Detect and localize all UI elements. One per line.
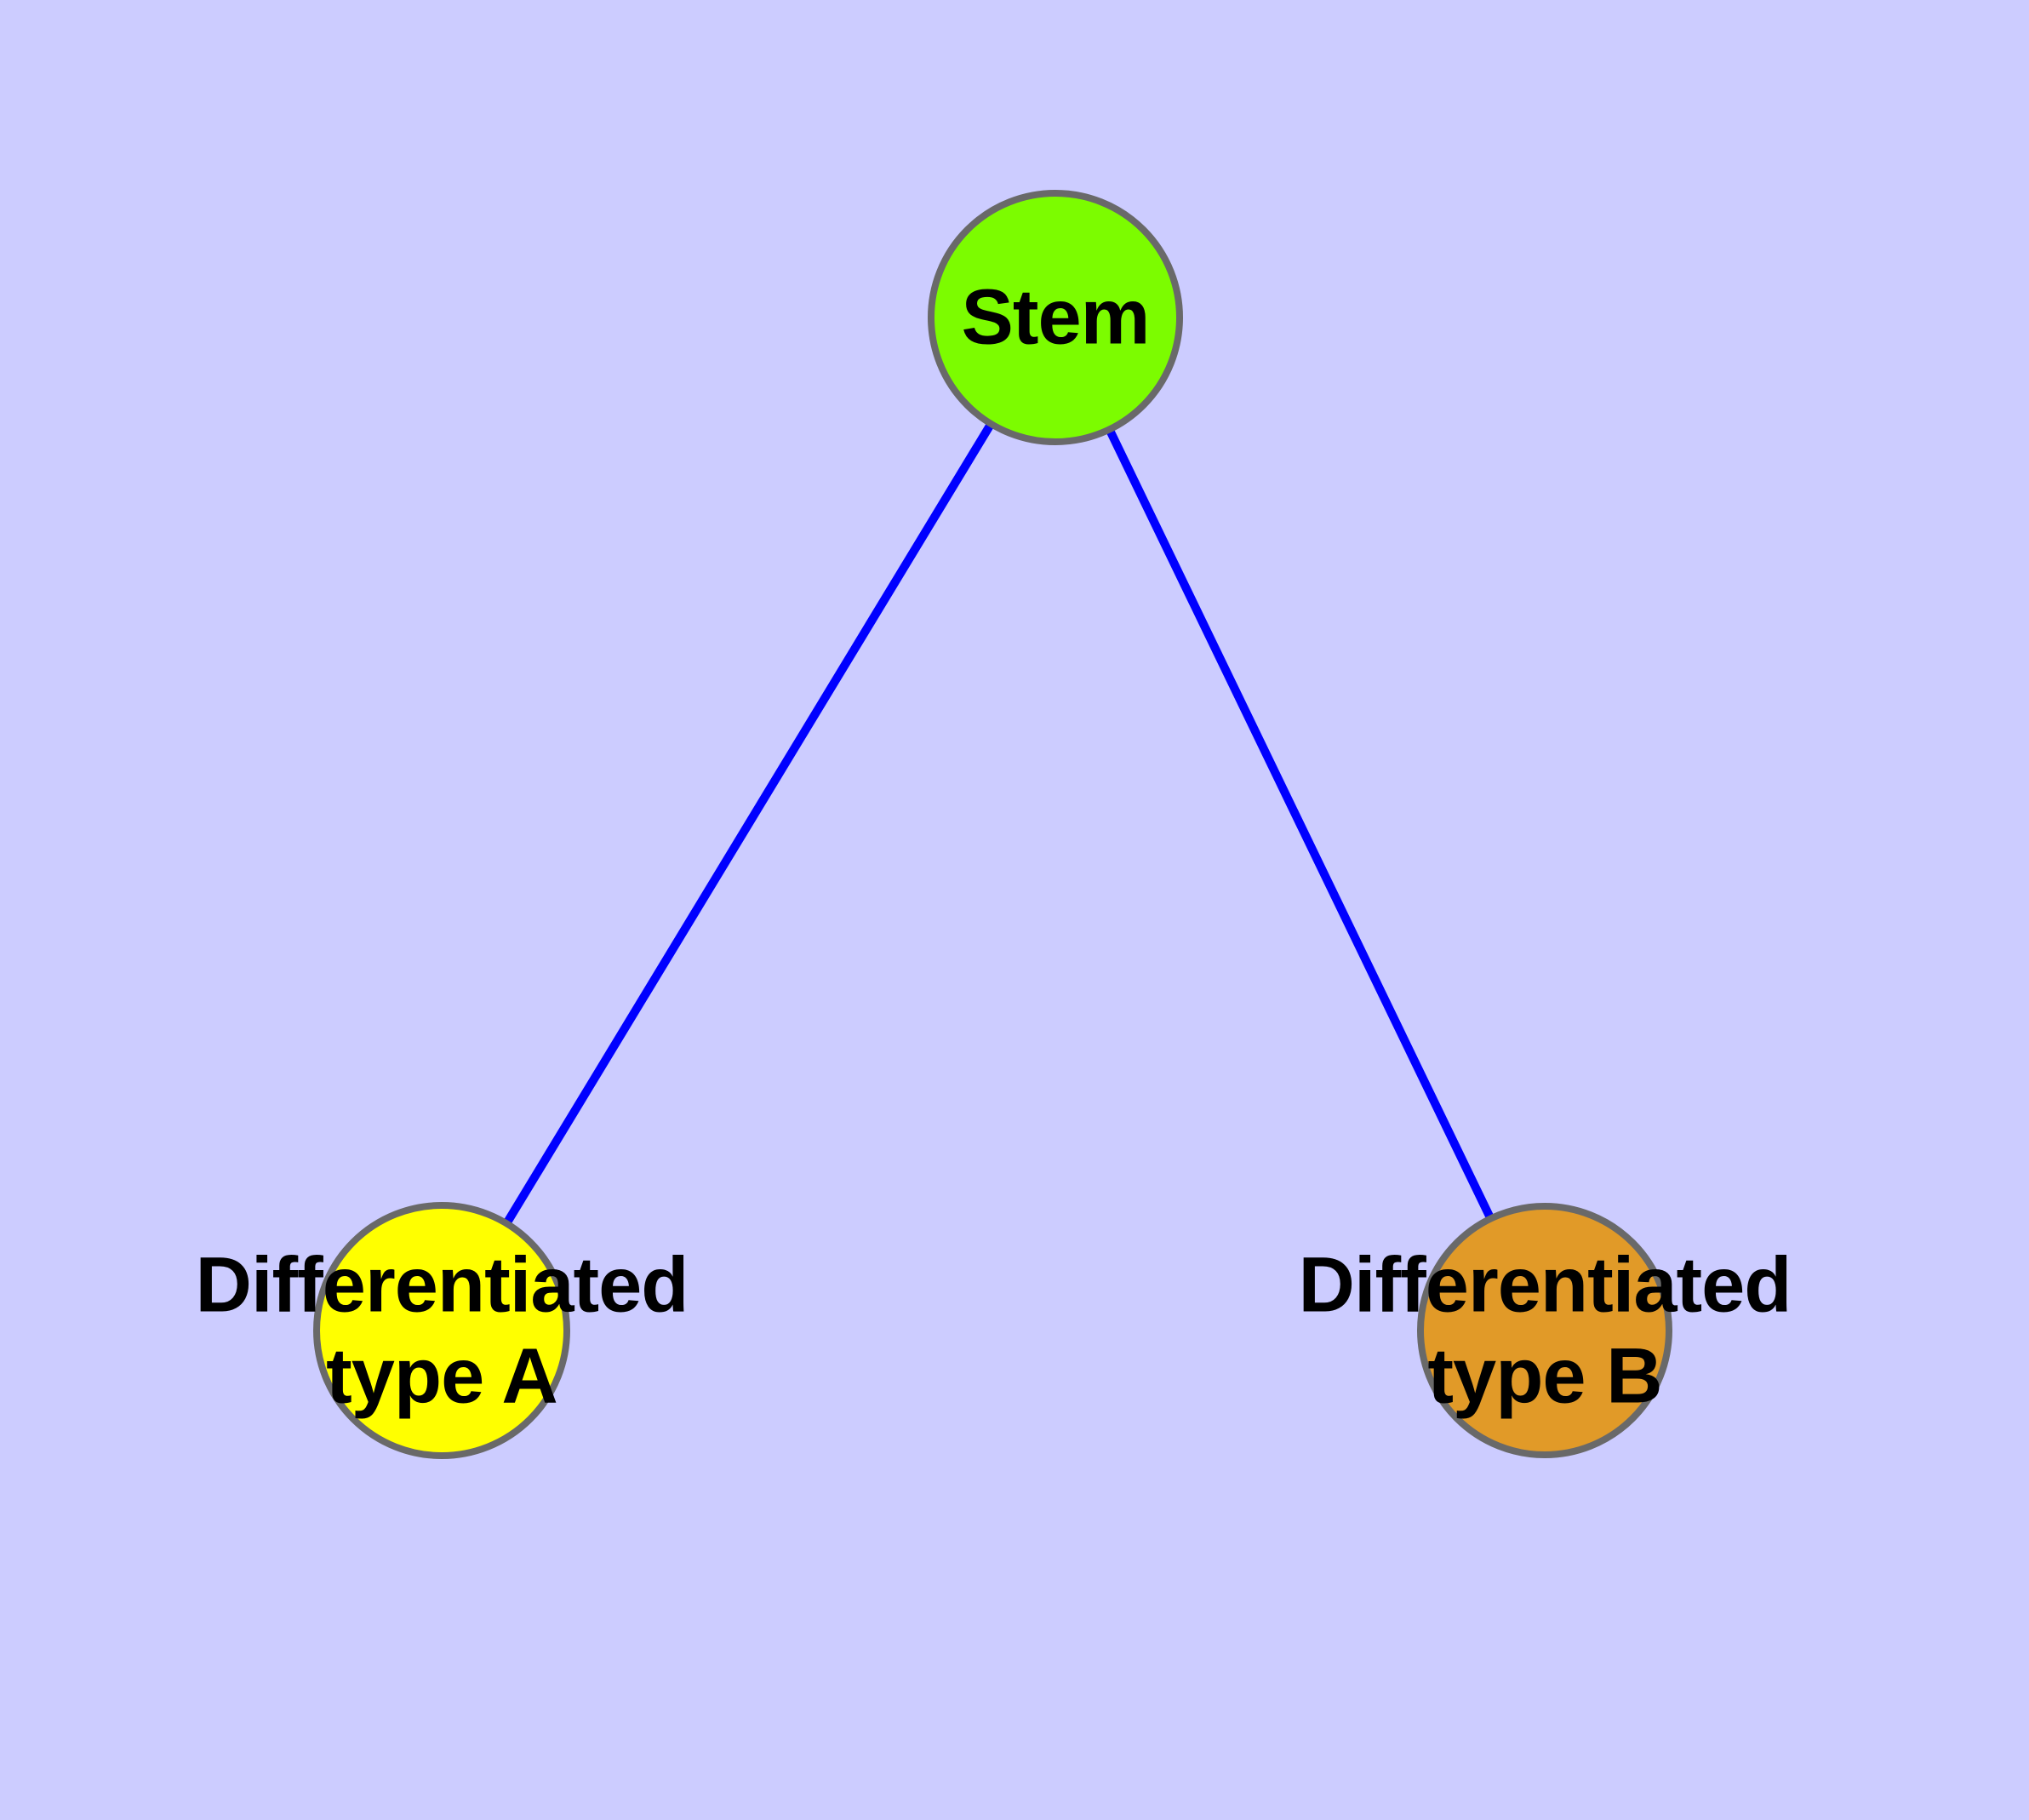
graph-node-diff-b[interactable]: Differentiated type B — [1299, 1203, 1792, 1458]
graph-node-stem[interactable]: Stem — [928, 190, 1183, 445]
graph-edge-stem-to-diff-a[interactable] — [437, 315, 1060, 1333]
graph-node-diff-a[interactable]: Differentiated type A — [196, 1202, 689, 1459]
graph-node-label-stem: Stem — [961, 273, 1151, 361]
graph-edge-stem-to-diff-b[interactable] — [1051, 315, 1549, 1333]
